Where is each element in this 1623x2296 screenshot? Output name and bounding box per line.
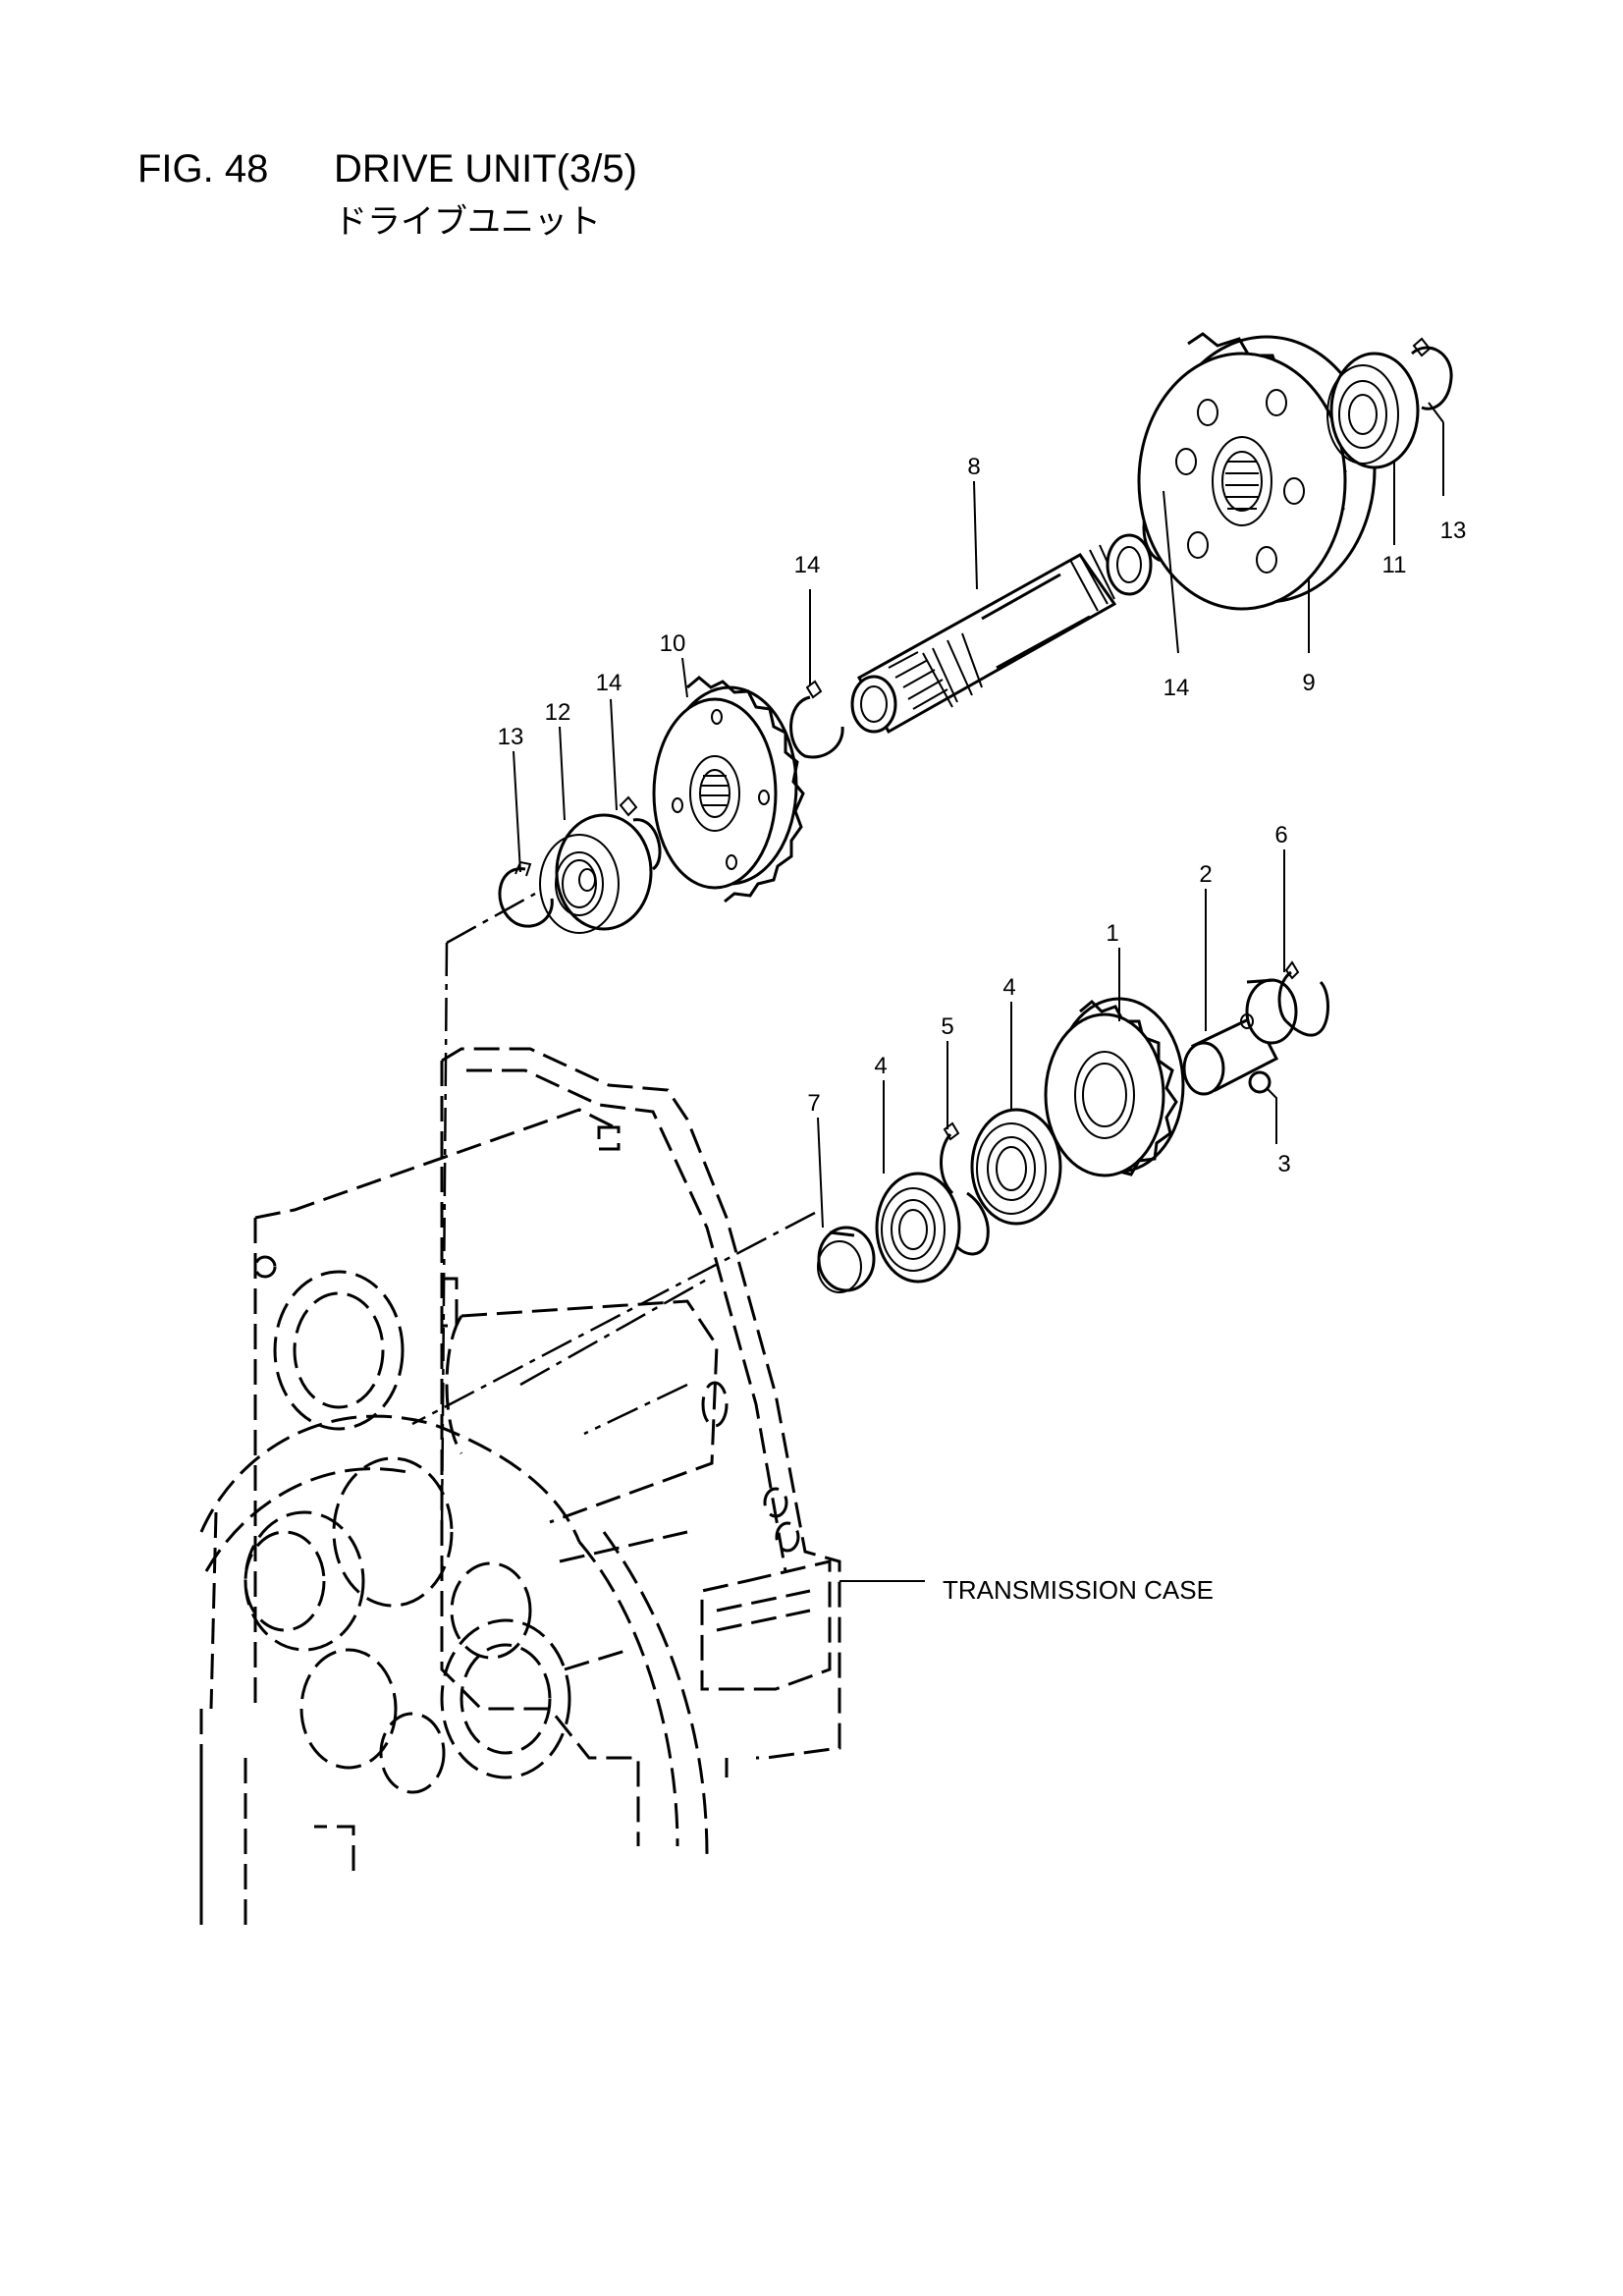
callout-4-right: 4	[1002, 974, 1015, 1001]
callout-10: 10	[660, 630, 686, 657]
figure-subtitle: ドライブユニット	[334, 203, 601, 241]
figure-title: DRIVE UNIT(3/5)	[334, 147, 637, 191]
assembly-axis-lines	[411, 892, 816, 1533]
bearing-4-right	[970, 1108, 1062, 1226]
callout-7: 7	[807, 1090, 820, 1117]
callout-2: 2	[1199, 861, 1212, 888]
callout-6: 6	[1274, 822, 1287, 848]
snap-ring-14-left	[619, 795, 662, 871]
callout-14-left: 14	[596, 670, 622, 696]
callout-14-right: 14	[1163, 675, 1190, 701]
bearing-12	[539, 813, 653, 934]
snap-ring-13-left	[498, 860, 554, 928]
callout-numbers: 1 2 3 4 4 5 6 7 8 9 10 11 12 13 13 14 14…	[498, 454, 1467, 1177]
leader-lines	[513, 402, 1444, 1582]
snap-ring-6	[1277, 960, 1329, 1037]
callout-3: 3	[1277, 1151, 1290, 1177]
callout-13-right: 13	[1440, 518, 1467, 544]
shaft-8	[850, 533, 1153, 735]
callout-12: 12	[545, 699, 571, 726]
callout-5: 5	[941, 1013, 953, 1040]
gear-9	[1137, 332, 1377, 611]
ball-3	[1248, 1070, 1271, 1094]
pin-shaft-2	[1182, 978, 1298, 1096]
figure-number: FIG. 48	[137, 147, 269, 191]
callout-4-left: 4	[874, 1053, 887, 1079]
gear-10	[652, 676, 805, 903]
snap-ring-5	[940, 1121, 990, 1256]
callout-8: 8	[967, 454, 980, 480]
bearing-11	[1326, 352, 1420, 469]
collar-7	[817, 1226, 876, 1293]
callout-13-left: 13	[498, 724, 524, 750]
gear-1	[1044, 997, 1185, 1177]
callout-9: 9	[1302, 670, 1315, 696]
bearing-4-left	[875, 1172, 961, 1284]
transmission-case-label: TRANSMISSION CASE	[943, 1575, 1214, 1605]
callout-11: 11	[1382, 552, 1407, 578]
callout-1: 1	[1106, 920, 1118, 947]
snap-ring-14-mid	[789, 680, 844, 759]
callout-14-mid: 14	[794, 552, 821, 578]
transmission-case	[199, 1047, 841, 1925]
